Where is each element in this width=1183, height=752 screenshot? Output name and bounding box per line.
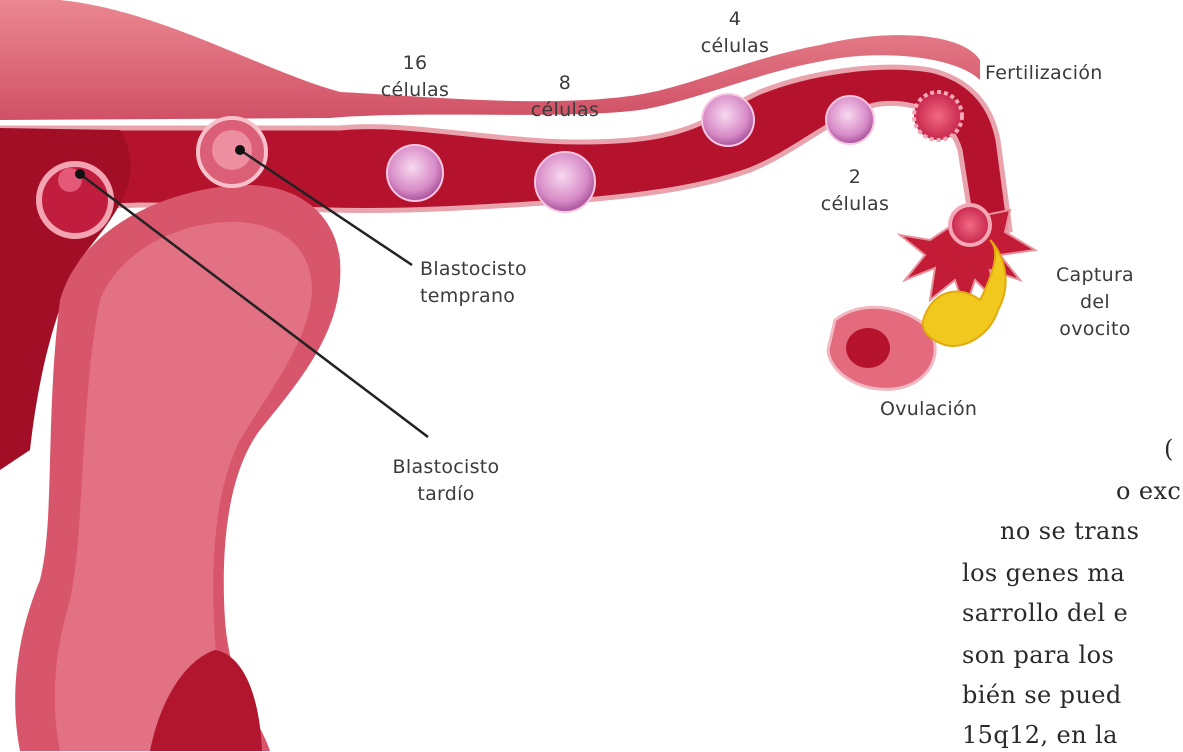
body-text-line: sarrollo del e	[962, 596, 1128, 630]
body-text-line: (	[1164, 432, 1174, 466]
body-text-line: o exc	[1116, 474, 1181, 508]
captured-oocyte	[950, 205, 990, 245]
body-text-line: 15q12, en la	[962, 718, 1118, 752]
body-text-line: son para los	[962, 638, 1114, 672]
body-text-line: bién se pued	[962, 678, 1122, 712]
embryo-4-cells	[702, 94, 754, 146]
label-ovulation: Ovulación	[880, 396, 977, 423]
body-text-line: no se trans	[1000, 514, 1139, 548]
embryo-2-cells	[826, 96, 874, 144]
morula-16-cells	[387, 145, 443, 201]
morula-8-cells	[535, 152, 595, 212]
leader-dot-early-blastocyst	[235, 145, 245, 155]
body-text-line: los genes ma	[962, 556, 1125, 590]
ovary-follicle	[846, 328, 890, 368]
fertilized-ovum	[914, 92, 962, 140]
early-blastocyst-inner	[212, 130, 252, 170]
leader-dot-late-blastocyst	[75, 169, 85, 179]
label-fertilization: Fertilización	[985, 60, 1103, 87]
